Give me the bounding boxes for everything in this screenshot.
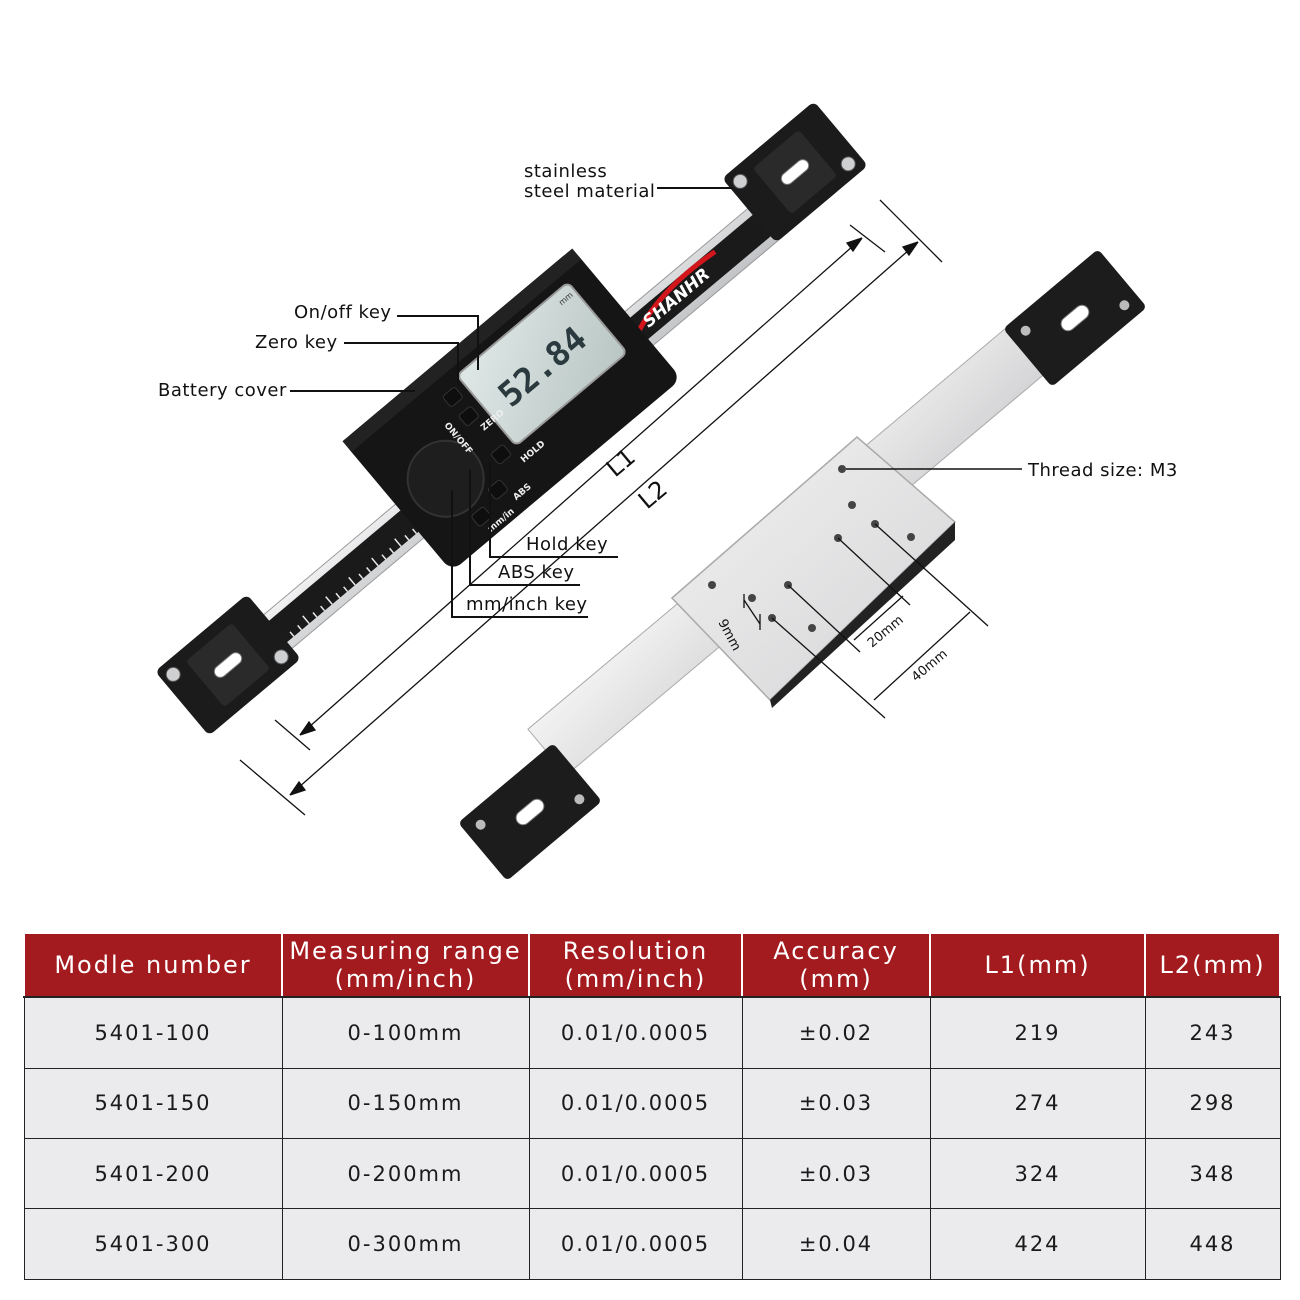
dim-40mm: 40mm: [909, 647, 951, 685]
cell-accuracy: ±0.04: [741, 1208, 931, 1280]
hole-dimension-lines: [743, 523, 989, 719]
top-back-bracket: [1005, 251, 1145, 385]
bottom-mount-bracket: [157, 596, 299, 734]
cell-l2: 448: [1144, 1208, 1281, 1280]
callout-battery: Battery cover: [158, 380, 287, 401]
table-row: 5401-300 0-300mm 0.01/0.0005 ±0.04 424 4…: [23, 1208, 1281, 1280]
digital-scale-back: 9mm 20mm 40mm Thread size: M3: [460, 251, 1178, 879]
callout-stainless-2: steel material: [524, 181, 655, 202]
l2-label: L2: [633, 475, 673, 515]
table-row: 5401-100 0-100mm 0.01/0.0005 ±0.02 219 2…: [23, 996, 1281, 1069]
spec-table: Modle number Measuring range(mm/inch) Re…: [23, 932, 1281, 1280]
dim-20mm: 20mm: [865, 613, 907, 651]
col-header-accuracy: Accuracy(mm): [741, 932, 931, 998]
cell-accuracy: ±0.02: [741, 996, 931, 1069]
cell-resolution: 0.01/0.0005: [528, 996, 743, 1069]
callout-mminch: mm/inch key: [466, 594, 588, 615]
lcd-screen: [458, 283, 626, 445]
cell-model: 5401-100: [23, 996, 283, 1069]
callout-onoff: On/off key: [294, 302, 392, 323]
cell-l2: 298: [1144, 1067, 1281, 1139]
cell-range: 0-300mm: [281, 1208, 530, 1280]
mminch-key[interactable]: [471, 506, 492, 527]
cell-range: 0-150mm: [281, 1067, 530, 1139]
col-header-range: Measuring range(mm/inch): [281, 932, 530, 998]
cell-l1: 324: [929, 1137, 1146, 1210]
callout-leaders: [290, 187, 733, 618]
col-header-l1: L1(mm): [929, 932, 1146, 998]
zero-key[interactable]: [458, 406, 479, 427]
table-row: 5401-150 0-150mm 0.01/0.0005 ±0.03 274 2…: [23, 1067, 1281, 1139]
cell-model: 5401-200: [23, 1137, 283, 1210]
col-header-model: Modle number: [23, 932, 283, 998]
cell-l1: 219: [929, 996, 1146, 1069]
callout-stainless-1: stainless: [524, 161, 607, 182]
callout-hold: Hold key: [526, 534, 608, 555]
cell-range: 0-100mm: [281, 996, 530, 1069]
cell-range: 0-200mm: [281, 1137, 530, 1210]
cell-resolution: 0.01/0.0005: [528, 1137, 743, 1210]
cell-l1: 424: [929, 1208, 1146, 1280]
onoff-key[interactable]: [442, 387, 463, 408]
cell-resolution: 0.01/0.0005: [528, 1208, 743, 1280]
callout-zero: Zero key: [255, 332, 338, 353]
product-illustration: SHANHR 52.84 mm: [157, 103, 1178, 879]
top-mount-bracket: [724, 103, 866, 241]
col-header-resolution: Resolution(mm/inch): [528, 932, 743, 998]
cell-accuracy: ±0.03: [741, 1067, 931, 1139]
cell-resolution: 0.01/0.0005: [528, 1067, 743, 1139]
cell-accuracy: ±0.03: [741, 1137, 931, 1210]
cell-model: 5401-300: [23, 1208, 283, 1280]
cell-model: 5401-150: [23, 1067, 283, 1139]
l1-label: L1: [601, 443, 641, 483]
cell-l2: 348: [1144, 1137, 1281, 1210]
abs-key[interactable]: [487, 479, 508, 500]
table-header-row: Modle number Measuring range(mm/inch) Re…: [23, 932, 1281, 998]
callout-thread: Thread size: M3: [1027, 460, 1178, 481]
hold-key[interactable]: [490, 444, 511, 465]
col-header-l2: L2(mm): [1144, 932, 1281, 998]
digital-scale-front: SHANHR 52.84 mm: [157, 103, 943, 816]
cell-l2: 243: [1144, 996, 1281, 1069]
callout-abs: ABS key: [498, 562, 575, 583]
table-row: 5401-200 0-200mm 0.01/0.0005 ±0.03 324 3…: [23, 1137, 1281, 1210]
bottom-back-bracket: [460, 745, 600, 879]
cell-l1: 274: [929, 1067, 1146, 1139]
dimension-lines-l1-l2: [239, 199, 943, 816]
